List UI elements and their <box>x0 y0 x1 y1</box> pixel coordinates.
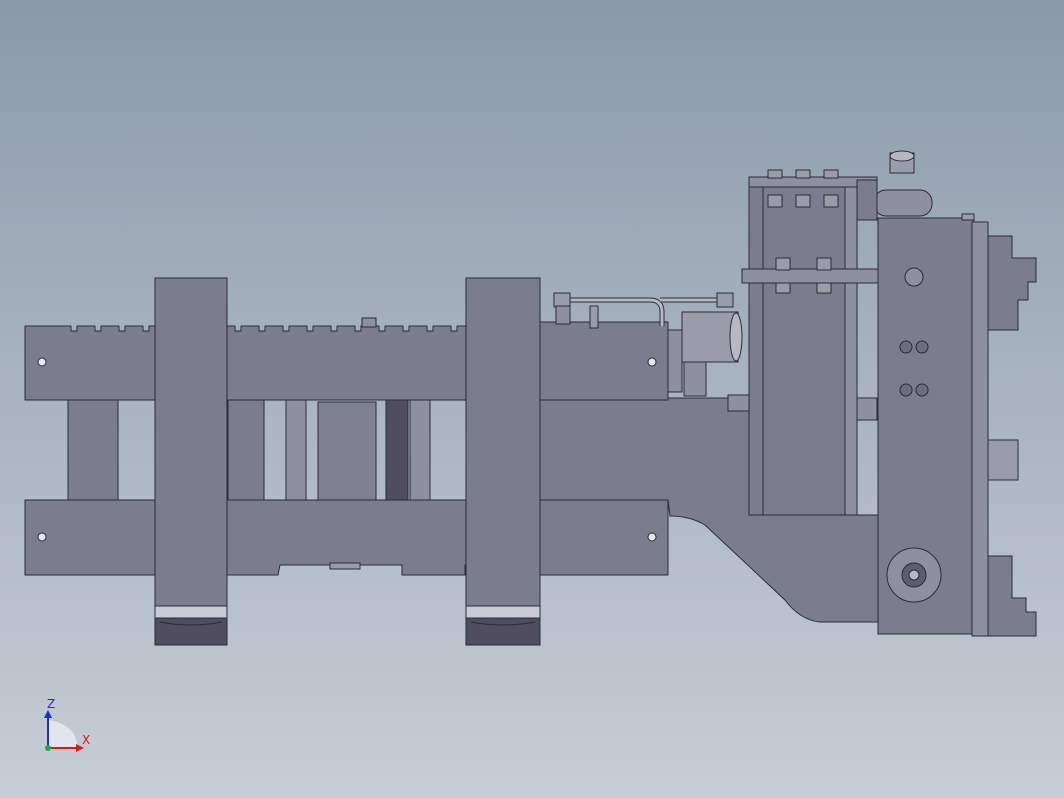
side-bracket <box>987 439 1019 481</box>
pipe-fitting <box>716 292 734 308</box>
center-block <box>317 401 377 501</box>
roller <box>873 189 933 217</box>
frame-bolt <box>767 194 783 208</box>
rail-hole <box>37 357 47 367</box>
bearing-center <box>908 569 920 581</box>
fork-upright <box>465 277 541 609</box>
frame-left-post <box>748 186 764 516</box>
plate-bolt <box>899 340 913 354</box>
fork-tip <box>154 617 228 646</box>
x-axis-arrow <box>76 744 84 752</box>
rod-guide <box>856 397 878 421</box>
plate-bolt <box>915 340 929 354</box>
arm-tab <box>727 394 751 412</box>
spacer-column <box>67 397 119 501</box>
origin-dot <box>45 745 51 751</box>
plate-bolt <box>899 383 913 397</box>
frame-bolt <box>816 257 832 271</box>
fork-tip-rim <box>470 621 536 626</box>
rail-hole <box>647 532 657 542</box>
rail-clip <box>361 317 377 328</box>
frame-cross-bar <box>741 268 879 284</box>
z-axis-arrow <box>44 710 52 718</box>
triad-shade <box>48 720 78 748</box>
fork-tip-band <box>154 605 228 619</box>
cylinder-end <box>729 312 743 362</box>
frame-right-post <box>844 186 858 516</box>
upper-rail <box>24 321 669 401</box>
frame-bolt <box>823 194 839 208</box>
frame-bolt <box>775 257 791 271</box>
roller-bracket <box>856 179 878 221</box>
spacer-column <box>227 397 265 501</box>
fork-tip <box>465 617 541 646</box>
roller-cap <box>889 150 915 162</box>
spacer-column <box>409 397 431 501</box>
pipe-fitting <box>589 305 599 329</box>
rail-foot <box>329 562 361 570</box>
frame-bolt <box>767 169 783 179</box>
z-axis-label: Z <box>47 697 56 711</box>
mechanical-assembly[interactable] <box>24 150 1037 646</box>
cylinder-mount <box>667 329 683 393</box>
pipe-fitting <box>553 292 571 308</box>
frame-inner-post <box>762 186 850 516</box>
fork-tip-rim <box>159 621 223 626</box>
hook-bracket <box>987 555 1037 637</box>
side-plate-lip <box>961 213 975 221</box>
cylinder-base <box>683 361 707 397</box>
rail-hole <box>37 532 47 542</box>
frame-bolt <box>823 169 839 179</box>
hook-bracket <box>987 235 1037 331</box>
hydraulic-pipe-fill <box>560 298 664 326</box>
frame-bolt <box>795 194 811 208</box>
pipe-fitting <box>555 305 571 325</box>
frame-bolt <box>816 282 832 294</box>
spacer-column <box>285 397 307 501</box>
x-axis-label: X <box>82 733 91 747</box>
fork-upright <box>154 277 228 609</box>
cylinder-body <box>681 311 739 363</box>
axis-triad <box>44 710 84 752</box>
dark-slot <box>385 397 409 501</box>
rail-hole <box>647 357 657 367</box>
frame-bolt <box>775 282 791 294</box>
frame-bolt <box>795 169 811 179</box>
plate-bolt <box>915 383 929 397</box>
fork-tip-band <box>465 605 541 619</box>
side-plate-edge <box>971 221 989 637</box>
plate-hole <box>904 267 924 287</box>
